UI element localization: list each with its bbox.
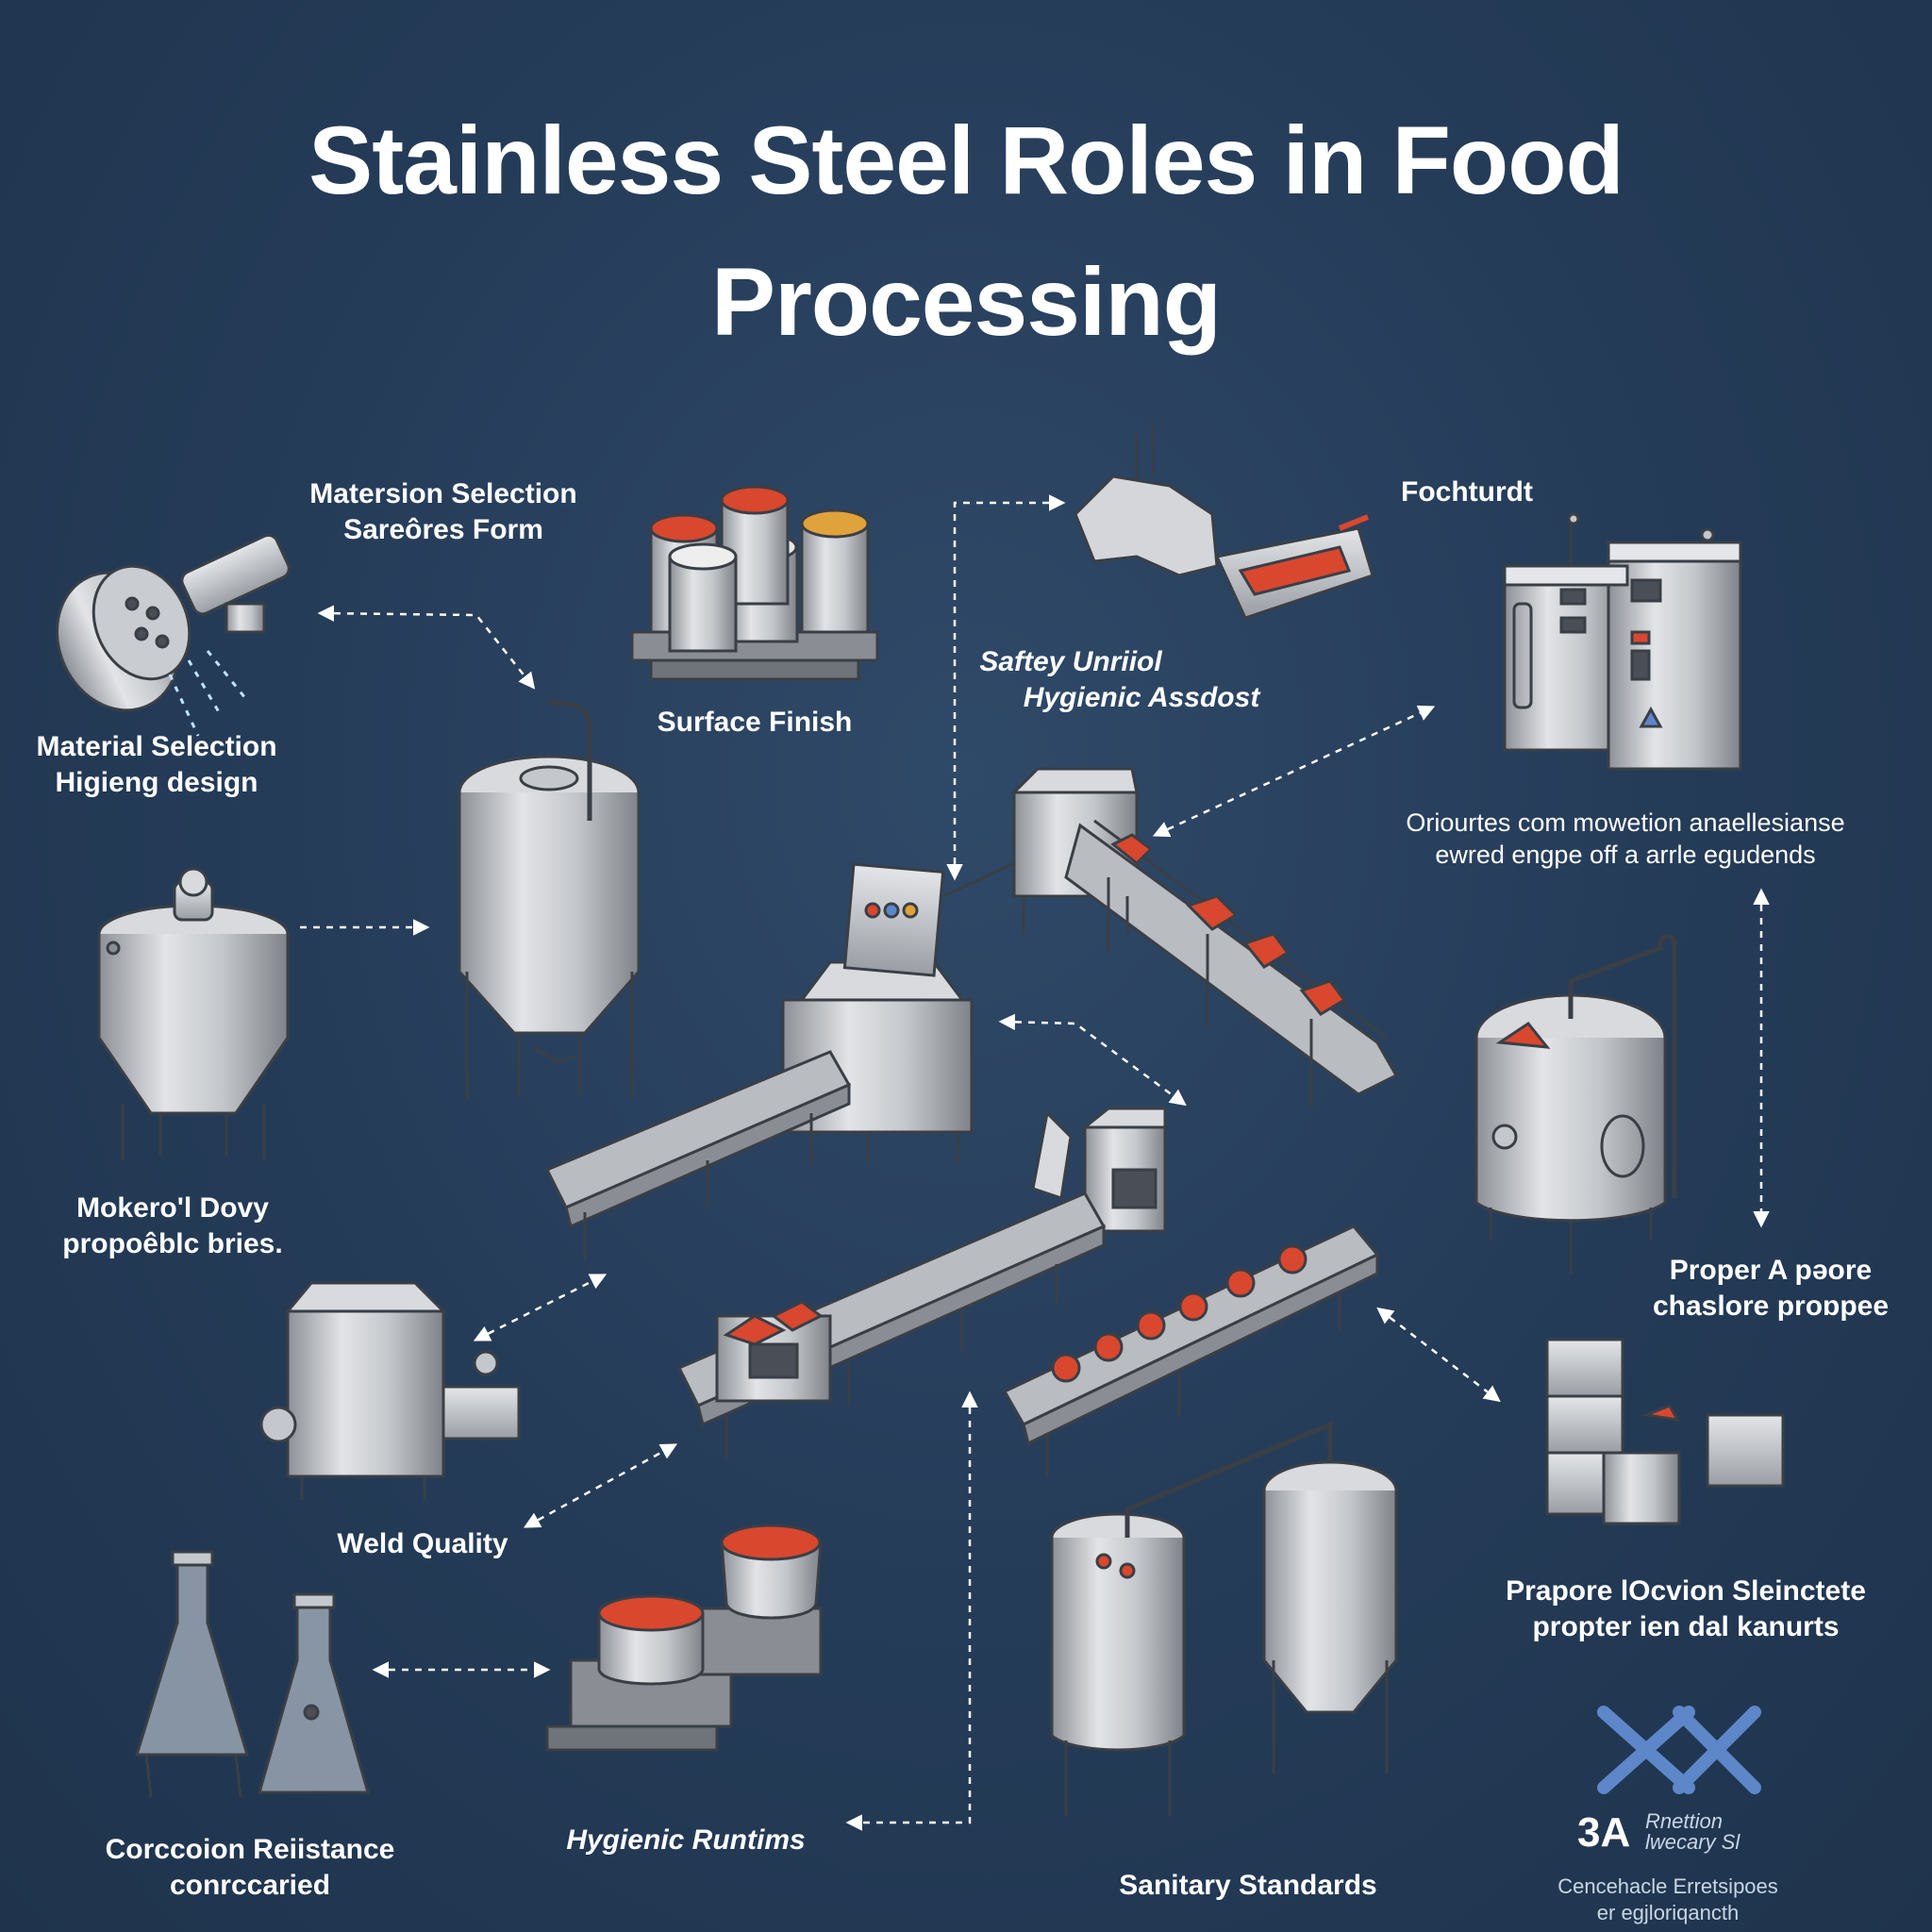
label-fochturdt: Fochturdt xyxy=(1401,476,1533,508)
arrow-to-control-cabinet xyxy=(1152,705,1436,838)
label-top-left: Matersion Selection Sareôres Form xyxy=(309,476,576,548)
packing-line xyxy=(676,1107,1167,1457)
label-safety: Saftey Unriiol Hygienic Assdost xyxy=(979,644,1260,716)
badge-foot-line2: er egjloriqancth xyxy=(1596,1901,1740,1924)
control-cabinets xyxy=(1503,512,1742,771)
label-mokero-line1: Mokero'l Dovy xyxy=(76,1192,269,1224)
label-corrosion: Corccoion Reiistance conrccaried xyxy=(106,1832,395,1904)
badge-side-text: Rnettion lwecary Sl xyxy=(1645,1811,1740,1853)
label-proper-line2: chaslore proɒpee xyxy=(1652,1291,1890,1322)
label-right-mid-line1: Oriourtes com mowetion anaellesianse xyxy=(1406,808,1845,837)
food-buckets xyxy=(545,1524,823,1752)
arrow-center xyxy=(998,1013,1187,1107)
slicer-machine xyxy=(781,861,1015,1165)
right-conveyor xyxy=(1002,1224,1380,1476)
arrow-top-left xyxy=(317,605,536,690)
label-right-mid: Oriourtes com mowetion anaellesianse ewr… xyxy=(1406,807,1844,871)
label-prapore: Prapore lOcvion Sleinctete propter ien d… xyxy=(1506,1574,1866,1645)
arrow-right-low xyxy=(1376,1307,1501,1403)
label-prapore-line1: Prapore lOcvion Sleinctete xyxy=(1506,1575,1866,1607)
arrow-pump xyxy=(473,1274,608,1341)
label-weld-quality: Weld Quality xyxy=(337,1528,508,1559)
label-corrosion-line1: Corccoion Reiistance xyxy=(105,1834,395,1865)
inclined-conveyor xyxy=(1010,767,1399,1108)
food-barrels xyxy=(630,485,879,681)
label-surface-finish: Surface Finish xyxy=(657,707,853,738)
lab-flasks xyxy=(134,1550,370,1798)
storage-tank xyxy=(458,700,641,1099)
label-safety-line2: Hygienic Assdost xyxy=(1023,682,1260,713)
food-tray xyxy=(1074,425,1374,620)
label-material-selection-line2: Higieng design xyxy=(55,767,258,798)
badge-3a: 3A xyxy=(1577,1809,1631,1856)
main-conveyor xyxy=(544,1050,852,1259)
page-title: Stainless Steel Roles in Food Processing xyxy=(0,90,1932,373)
kettle-vessel xyxy=(97,867,290,1160)
label-mokero: Mokero'l Dovy propoêblc bries. xyxy=(62,1191,282,1262)
label-top-left-line2: Sareôres Form xyxy=(343,514,543,545)
badge-foot-line1: Cencehacle Erretsipoes xyxy=(1557,1874,1778,1898)
bottom-tanks xyxy=(1050,1421,1398,1816)
pump-unit xyxy=(259,1281,521,1500)
arrow-weld xyxy=(523,1443,678,1528)
crossed-tools-icon xyxy=(1597,1706,1761,1794)
mixing-tank xyxy=(1474,934,1677,1274)
label-prapore-line2: propter ien dal kanurts xyxy=(1532,1611,1840,1642)
connector-arrows xyxy=(300,494,1770,1831)
label-top-left-line1: Matersion Selection xyxy=(309,478,577,509)
label-safety-line1: Saftey Unriiol xyxy=(979,646,1162,677)
arrow-bottom-center xyxy=(845,1391,978,1831)
stacked-boxes xyxy=(1545,1338,1785,1525)
label-proper-line1: Proper A pəore xyxy=(1669,1255,1873,1286)
label-proper: Proper A pəore chaslore proɒpee xyxy=(1653,1253,1889,1324)
label-right-mid-line2: ewred engpe off a arrle egudends xyxy=(1435,841,1816,869)
washer-drum xyxy=(55,533,291,737)
label-material-selection-line1: Material Selection xyxy=(36,731,277,762)
title-line-2: Processing xyxy=(711,248,1222,356)
title-line-1: Stainless Steel Roles in Food xyxy=(308,107,1624,214)
label-hygienic-runtims: Hygienic Runtims xyxy=(566,1824,806,1856)
label-material-selection: Material Selection Higieng design xyxy=(36,729,276,801)
label-mokero-line2: propoêblc bries. xyxy=(62,1228,283,1259)
label-sanitary-standards: Sanitary Standards xyxy=(1119,1870,1377,1901)
badge-footer-text: Cencehacle Erretsipoes er egjloriqancth xyxy=(1557,1874,1778,1926)
arrow-top-center xyxy=(946,494,1066,881)
badge-side-line2: lwecary Sl xyxy=(1645,1830,1740,1854)
label-corrosion-line2: conrccaried xyxy=(169,1870,331,1901)
badge-side-line1: Rnettion xyxy=(1645,1809,1723,1833)
